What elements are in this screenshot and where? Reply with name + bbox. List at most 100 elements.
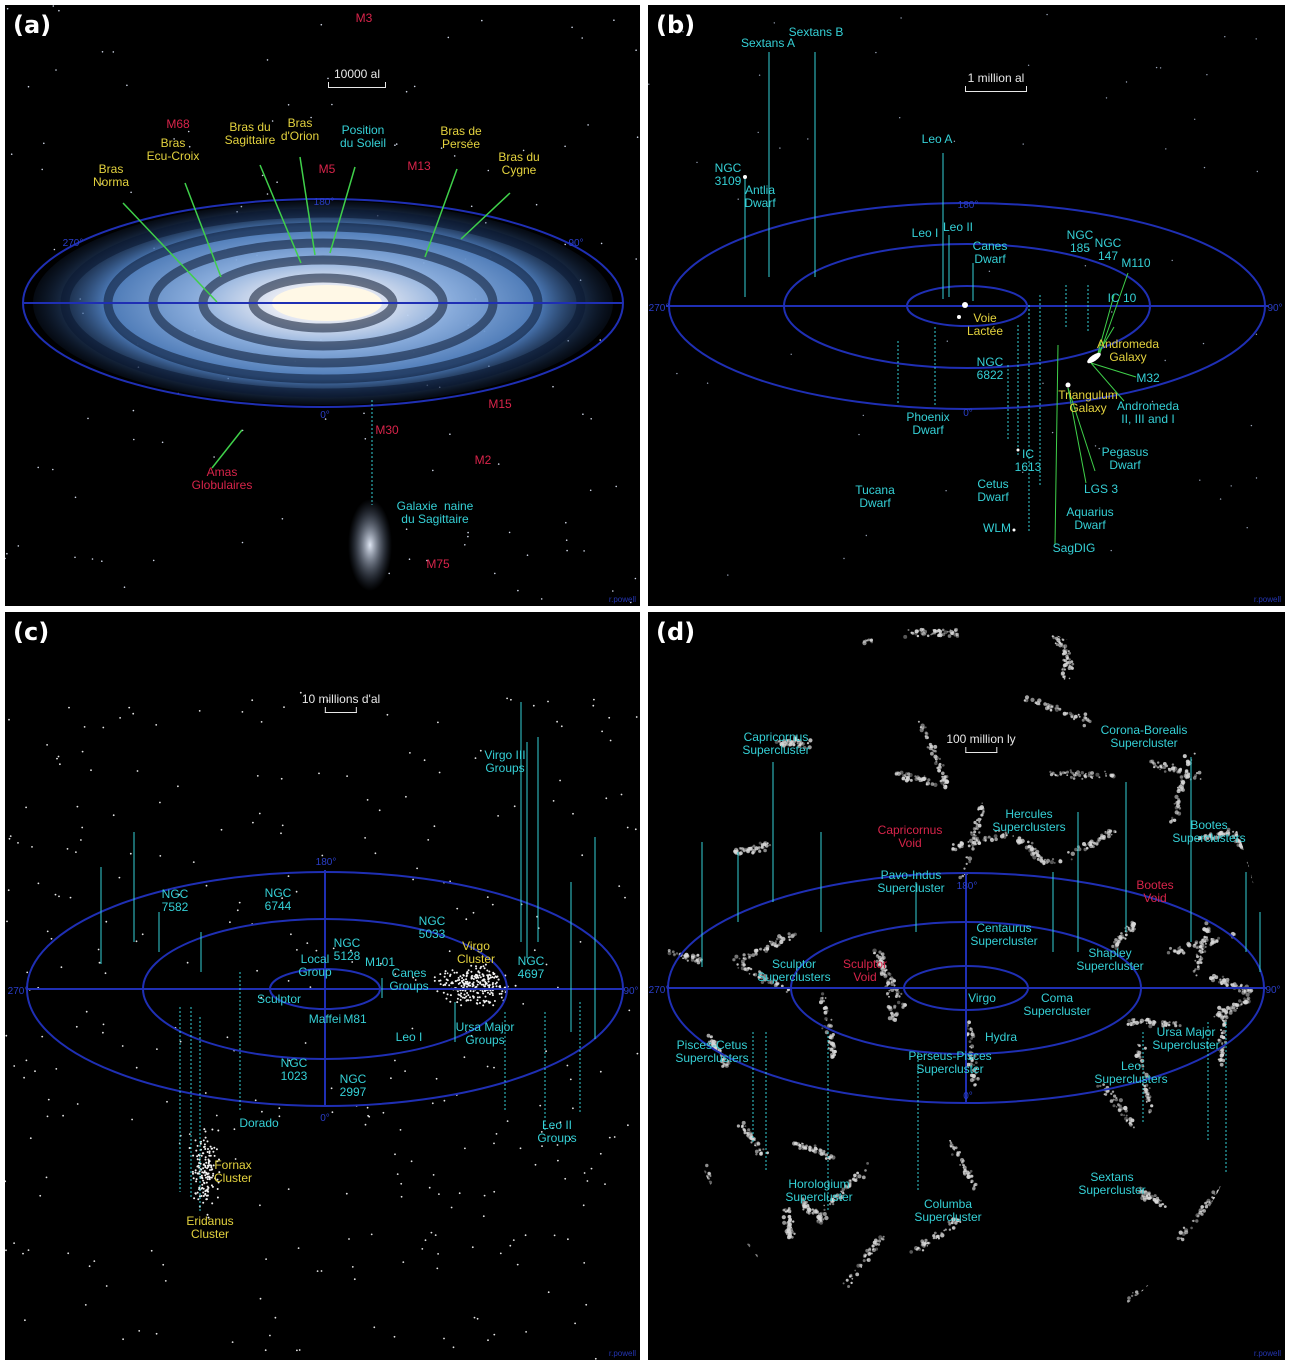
filament-dot	[1067, 660, 1072, 665]
filament-dot	[667, 949, 671, 952]
filament-dot	[1166, 951, 1171, 955]
filament-dot	[704, 1176, 709, 1180]
filament-dot	[1058, 641, 1061, 644]
filament-dot	[806, 1204, 810, 1207]
galaxy-dot	[212, 1164, 215, 1167]
filament-dot	[1141, 1189, 1145, 1192]
filament-dot	[1219, 1209, 1221, 1212]
filament-dot	[1236, 1007, 1238, 1010]
filament-dot	[863, 633, 867, 637]
filament-dot	[1258, 1300, 1261, 1303]
galaxy-dot	[207, 1172, 210, 1175]
galaxy-dot	[55, 1068, 58, 1070]
cluster-m75: M75	[426, 557, 450, 571]
filament-dot	[742, 1288, 747, 1292]
star-dot	[1155, 66, 1158, 69]
galaxy-dot	[204, 1148, 207, 1150]
label-ngc7582: NGC 7582	[161, 887, 189, 914]
filament-dot	[976, 1077, 979, 1080]
filament-dot	[708, 1183, 711, 1186]
galaxy-dot	[488, 977, 491, 980]
galaxy-dot	[468, 984, 471, 987]
filament-dot	[914, 1246, 919, 1251]
galaxy-dot	[346, 775, 348, 777]
filament-dot	[841, 1187, 845, 1191]
filament-dot	[1167, 1023, 1171, 1027]
star-dot	[635, 258, 637, 260]
star-dot	[615, 485, 617, 488]
stems-below	[179, 972, 581, 1212]
galaxy-dot	[439, 983, 442, 986]
filament-dot	[1210, 1292, 1214, 1296]
galaxy-dot	[258, 812, 261, 815]
galaxy-dot	[618, 885, 621, 887]
filament-dot	[1117, 1103, 1120, 1106]
filament-dot	[978, 831, 981, 834]
star-dot	[43, 142, 45, 145]
galaxy-dot	[204, 1130, 207, 1133]
galaxy-dot	[150, 1249, 153, 1252]
filament-dot	[747, 1128, 751, 1132]
filament-dot	[1251, 848, 1255, 852]
filament-dot	[823, 1204, 825, 1207]
filament-dot	[948, 630, 951, 633]
filament-dot	[1187, 705, 1192, 710]
filament-dot	[746, 1243, 751, 1248]
filament-dot	[924, 731, 928, 735]
galaxy-dot	[177, 785, 179, 788]
filament-dot	[1235, 1003, 1240, 1007]
filament-dot	[825, 1019, 828, 1022]
star-dot	[364, 438, 367, 440]
filament-dot	[744, 1284, 747, 1287]
filament-dot	[1055, 774, 1057, 777]
filament-dot	[1132, 922, 1136, 926]
filament-dot	[925, 783, 928, 786]
filament-dot	[733, 1236, 736, 1238]
star-dot	[1105, 97, 1108, 99]
galaxy-dot	[288, 1059, 291, 1062]
filament-dot	[967, 1028, 969, 1030]
galaxy-dot	[370, 1233, 373, 1236]
filament-dot	[742, 1289, 744, 1292]
filament-dot	[974, 1061, 978, 1064]
filament-dot	[1036, 857, 1040, 861]
filament-dot	[1223, 1023, 1225, 1026]
filament-dot	[1070, 660, 1074, 663]
filament-dot	[1233, 1008, 1237, 1012]
galaxy-dot	[194, 1169, 197, 1172]
filament-dot	[1085, 846, 1089, 850]
filament-dot	[737, 1293, 741, 1297]
filament-dot	[842, 1282, 845, 1285]
filament-dot	[815, 1148, 818, 1151]
star-dot	[1256, 170, 1258, 173]
filament-dot	[758, 1148, 762, 1152]
filament-dot	[1225, 1005, 1231, 1011]
galaxy-dot	[470, 970, 473, 973]
filament-dot	[1104, 770, 1106, 773]
filament-dot	[1136, 1050, 1140, 1054]
filament-dot	[763, 948, 766, 951]
filament-dot	[1105, 773, 1107, 775]
filament-dot	[822, 1149, 826, 1153]
label-dorado: Dorado	[239, 1116, 279, 1130]
galaxy-dot	[452, 1346, 455, 1349]
filament-dot	[847, 633, 852, 638]
filament-dot	[787, 1233, 792, 1238]
galaxy-dot	[198, 1158, 201, 1161]
galaxy-dot	[8, 718, 10, 721]
galaxy-dot	[31, 846, 33, 848]
star-dot	[426, 559, 428, 562]
star-dot	[522, 149, 525, 152]
filament-dot	[967, 1020, 971, 1025]
filament-dot	[1058, 640, 1061, 644]
galaxy-dot	[593, 698, 595, 701]
star-dot	[74, 496, 77, 499]
filament-dot	[846, 635, 849, 637]
filament-dot	[759, 1263, 762, 1266]
filament-dot	[1248, 1306, 1253, 1310]
filament-dot	[1245, 846, 1248, 849]
filament-dot	[1012, 835, 1014, 837]
filament-dot	[854, 1269, 857, 1272]
filament-dot	[1131, 927, 1135, 930]
star-dot	[540, 598, 543, 600]
